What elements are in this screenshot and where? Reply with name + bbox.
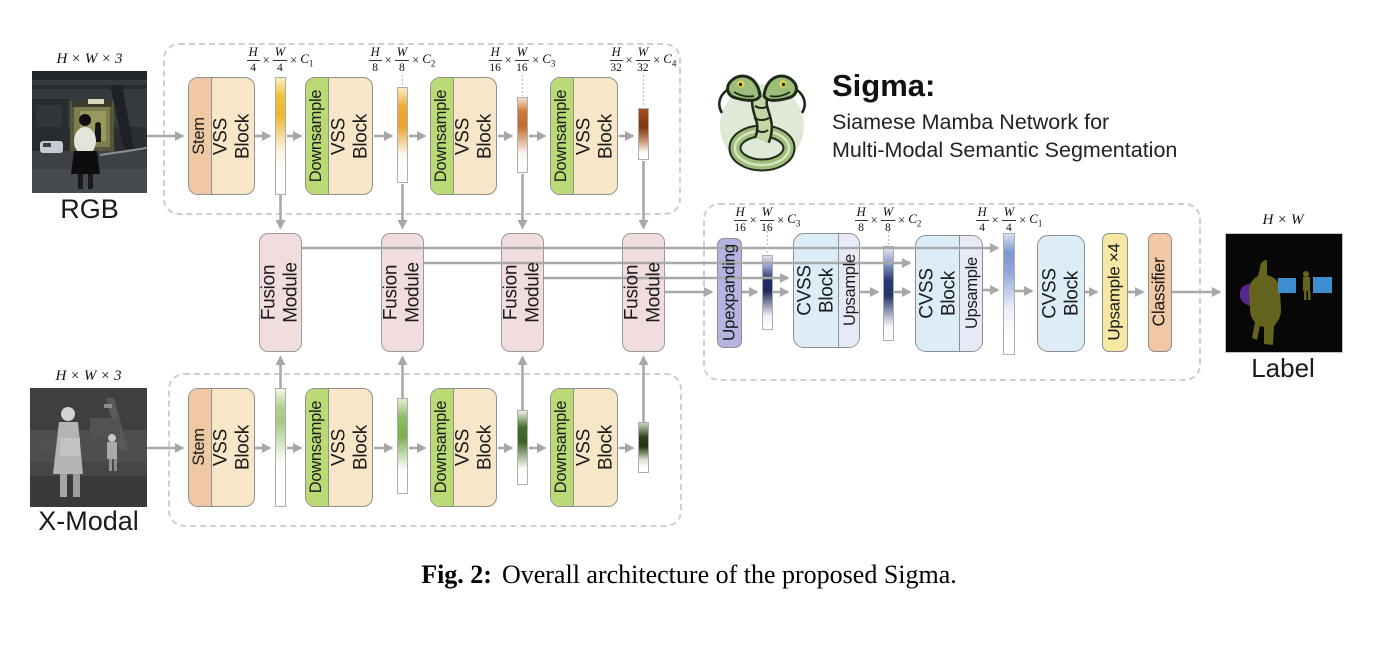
output-dims-label: H × W — [1262, 212, 1304, 228]
fusion-module-4 — [622, 233, 665, 352]
xmodal-feature-bar-4 — [638, 422, 649, 473]
vss-block-label: VSS Block — [328, 425, 371, 470]
classifier-block — [1148, 233, 1172, 352]
xmodal-feature-bar-1 — [275, 388, 286, 507]
rgb-feature-bar-3 — [517, 97, 528, 173]
rgb-encoder-stage-3 — [430, 77, 497, 195]
upexpanding-block — [717, 238, 742, 348]
downsample-strip — [306, 78, 329, 194]
decoder-feature-bar-3 — [1003, 233, 1015, 355]
fusion-module-3 — [501, 233, 544, 352]
rgb-feature-bar-4 — [638, 108, 649, 160]
vss-block-label: VSS Block — [452, 425, 495, 470]
xmodal-encoder-stage-3 — [430, 388, 497, 507]
downsample-strip — [431, 389, 454, 506]
stem-strip — [189, 389, 212, 506]
downsample-label: Downsample — [431, 89, 450, 183]
fusion-module-label: Fusion Module — [500, 262, 543, 323]
vss-block-label: VSS Block — [210, 425, 253, 470]
stem-strip — [189, 78, 212, 194]
downsample-strip — [551, 389, 574, 506]
fusion-module-label: Fusion Module — [380, 262, 423, 323]
xmodal-image-label: X-Modal — [38, 506, 139, 536]
xmodal-encoder-stage-2 — [305, 388, 373, 507]
upsample-label: Upsample — [962, 257, 981, 329]
fusion-module-2 — [381, 233, 424, 352]
stem-label: Stem — [189, 428, 208, 466]
rgb-feature-bar-1 — [275, 77, 286, 195]
upsample-strip — [959, 236, 982, 351]
rgb-encoder-stage-2 — [305, 77, 373, 195]
rgb-dims-label: H × W × 3 — [56, 51, 123, 67]
brand-subtitle-2: Multi-Modal Semantic Segmentation — [832, 138, 1178, 162]
downsample-label: Downsample — [551, 89, 570, 183]
caption-number: Fig. 2: — [421, 560, 492, 589]
fusion-module-label: Fusion Module — [621, 262, 664, 323]
rgb-encoder-stage-4 — [550, 77, 618, 195]
xmodal-encoder-stage-1 — [188, 388, 255, 507]
downsample-strip — [551, 78, 574, 194]
downsample-strip — [431, 78, 454, 194]
upsample-label: Upsample — [840, 254, 859, 326]
upsample-x4-block — [1102, 233, 1128, 352]
xmodal-input-image — [30, 388, 147, 507]
xmodal-dims-label: H × W × 3 — [55, 368, 122, 384]
rgb-feature-bar-2 — [397, 87, 408, 183]
xmodal-feature-bar-2 — [397, 398, 408, 494]
caption-text: Overall architecture of the proposed Sig… — [501, 560, 957, 589]
rgb-encoder-container — [163, 43, 681, 215]
sigma-snake-logo — [717, 74, 807, 172]
decoder-feature-bar-2 — [883, 246, 894, 341]
cvss-block-label: CVSS Block — [916, 268, 959, 319]
brand-subtitle-1: Siamese Mamba Network for — [832, 110, 1110, 134]
vss-block-label: VSS Block — [452, 114, 495, 159]
xmodal-feature-bar-3 — [517, 410, 528, 485]
cvss-block-label: CVSS Block — [794, 265, 837, 316]
cvss-upsample-block-2 — [915, 235, 983, 352]
rgb-encoder-stage-1 — [188, 77, 255, 195]
brand-title: Sigma: — [832, 68, 936, 103]
output-label-image — [1225, 233, 1343, 353]
decoder-feature-bar-1 — [762, 255, 773, 330]
xmodal-encoder-stage-4 — [550, 388, 618, 507]
xmodal-encoder-container — [168, 373, 682, 527]
vss-block-label: VSS Block — [210, 114, 253, 159]
fusion-module-1 — [259, 233, 302, 352]
vss-block-label: VSS Block — [573, 425, 616, 470]
classifier-label: Classifier — [1148, 257, 1169, 327]
downsample-label: Downsample — [431, 400, 450, 494]
upexpanding-label: Upexpanding — [719, 244, 739, 341]
downsample-label: Downsample — [306, 400, 325, 494]
downsample-label: Downsample — [306, 89, 325, 183]
figure-caption: Fig. 2: Overall architecture of the propo… — [0, 560, 1378, 590]
vss-block-label: VSS Block — [573, 114, 616, 159]
rgb-input-image — [32, 71, 147, 193]
vss-block-label: VSS Block — [328, 114, 371, 159]
downsample-label: Downsample — [551, 400, 570, 494]
fusion-module-label: Fusion Module — [258, 262, 301, 323]
upsample-x4-label: Upsample ×4 — [1104, 243, 1124, 341]
stem-label: Stem — [189, 117, 208, 155]
rgb-image-label: RGB — [60, 194, 119, 224]
cvss-block-label: CVSS Block — [1039, 268, 1082, 319]
cvss-block-3 — [1037, 235, 1085, 352]
output-image-label: Label — [1251, 353, 1315, 383]
downsample-strip — [306, 389, 329, 506]
